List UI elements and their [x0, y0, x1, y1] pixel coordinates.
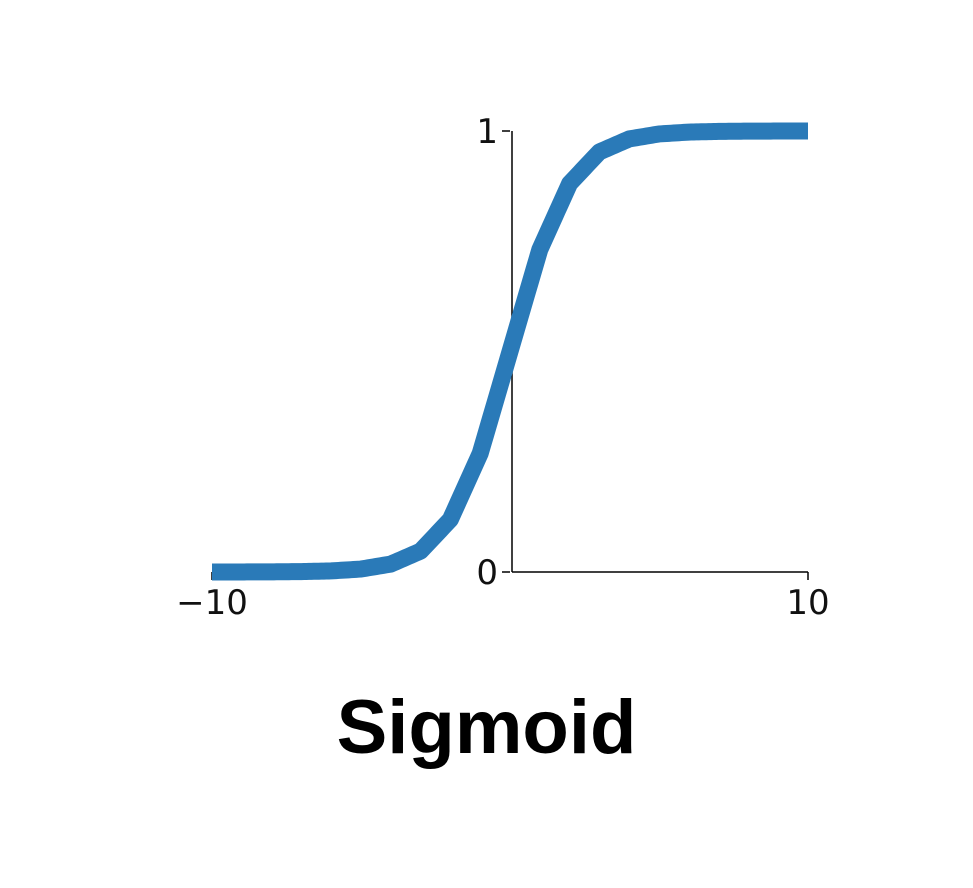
y-tick-label: 1	[476, 112, 498, 152]
x-tick-label: 10	[786, 583, 829, 623]
tick-labels: −10 10 0 1	[176, 112, 830, 623]
x-tick-label: −10	[176, 583, 248, 623]
y-tick-label: 0	[476, 553, 498, 593]
chart-title: Sigmoid	[336, 685, 637, 770]
series-line	[205, 122, 815, 581]
